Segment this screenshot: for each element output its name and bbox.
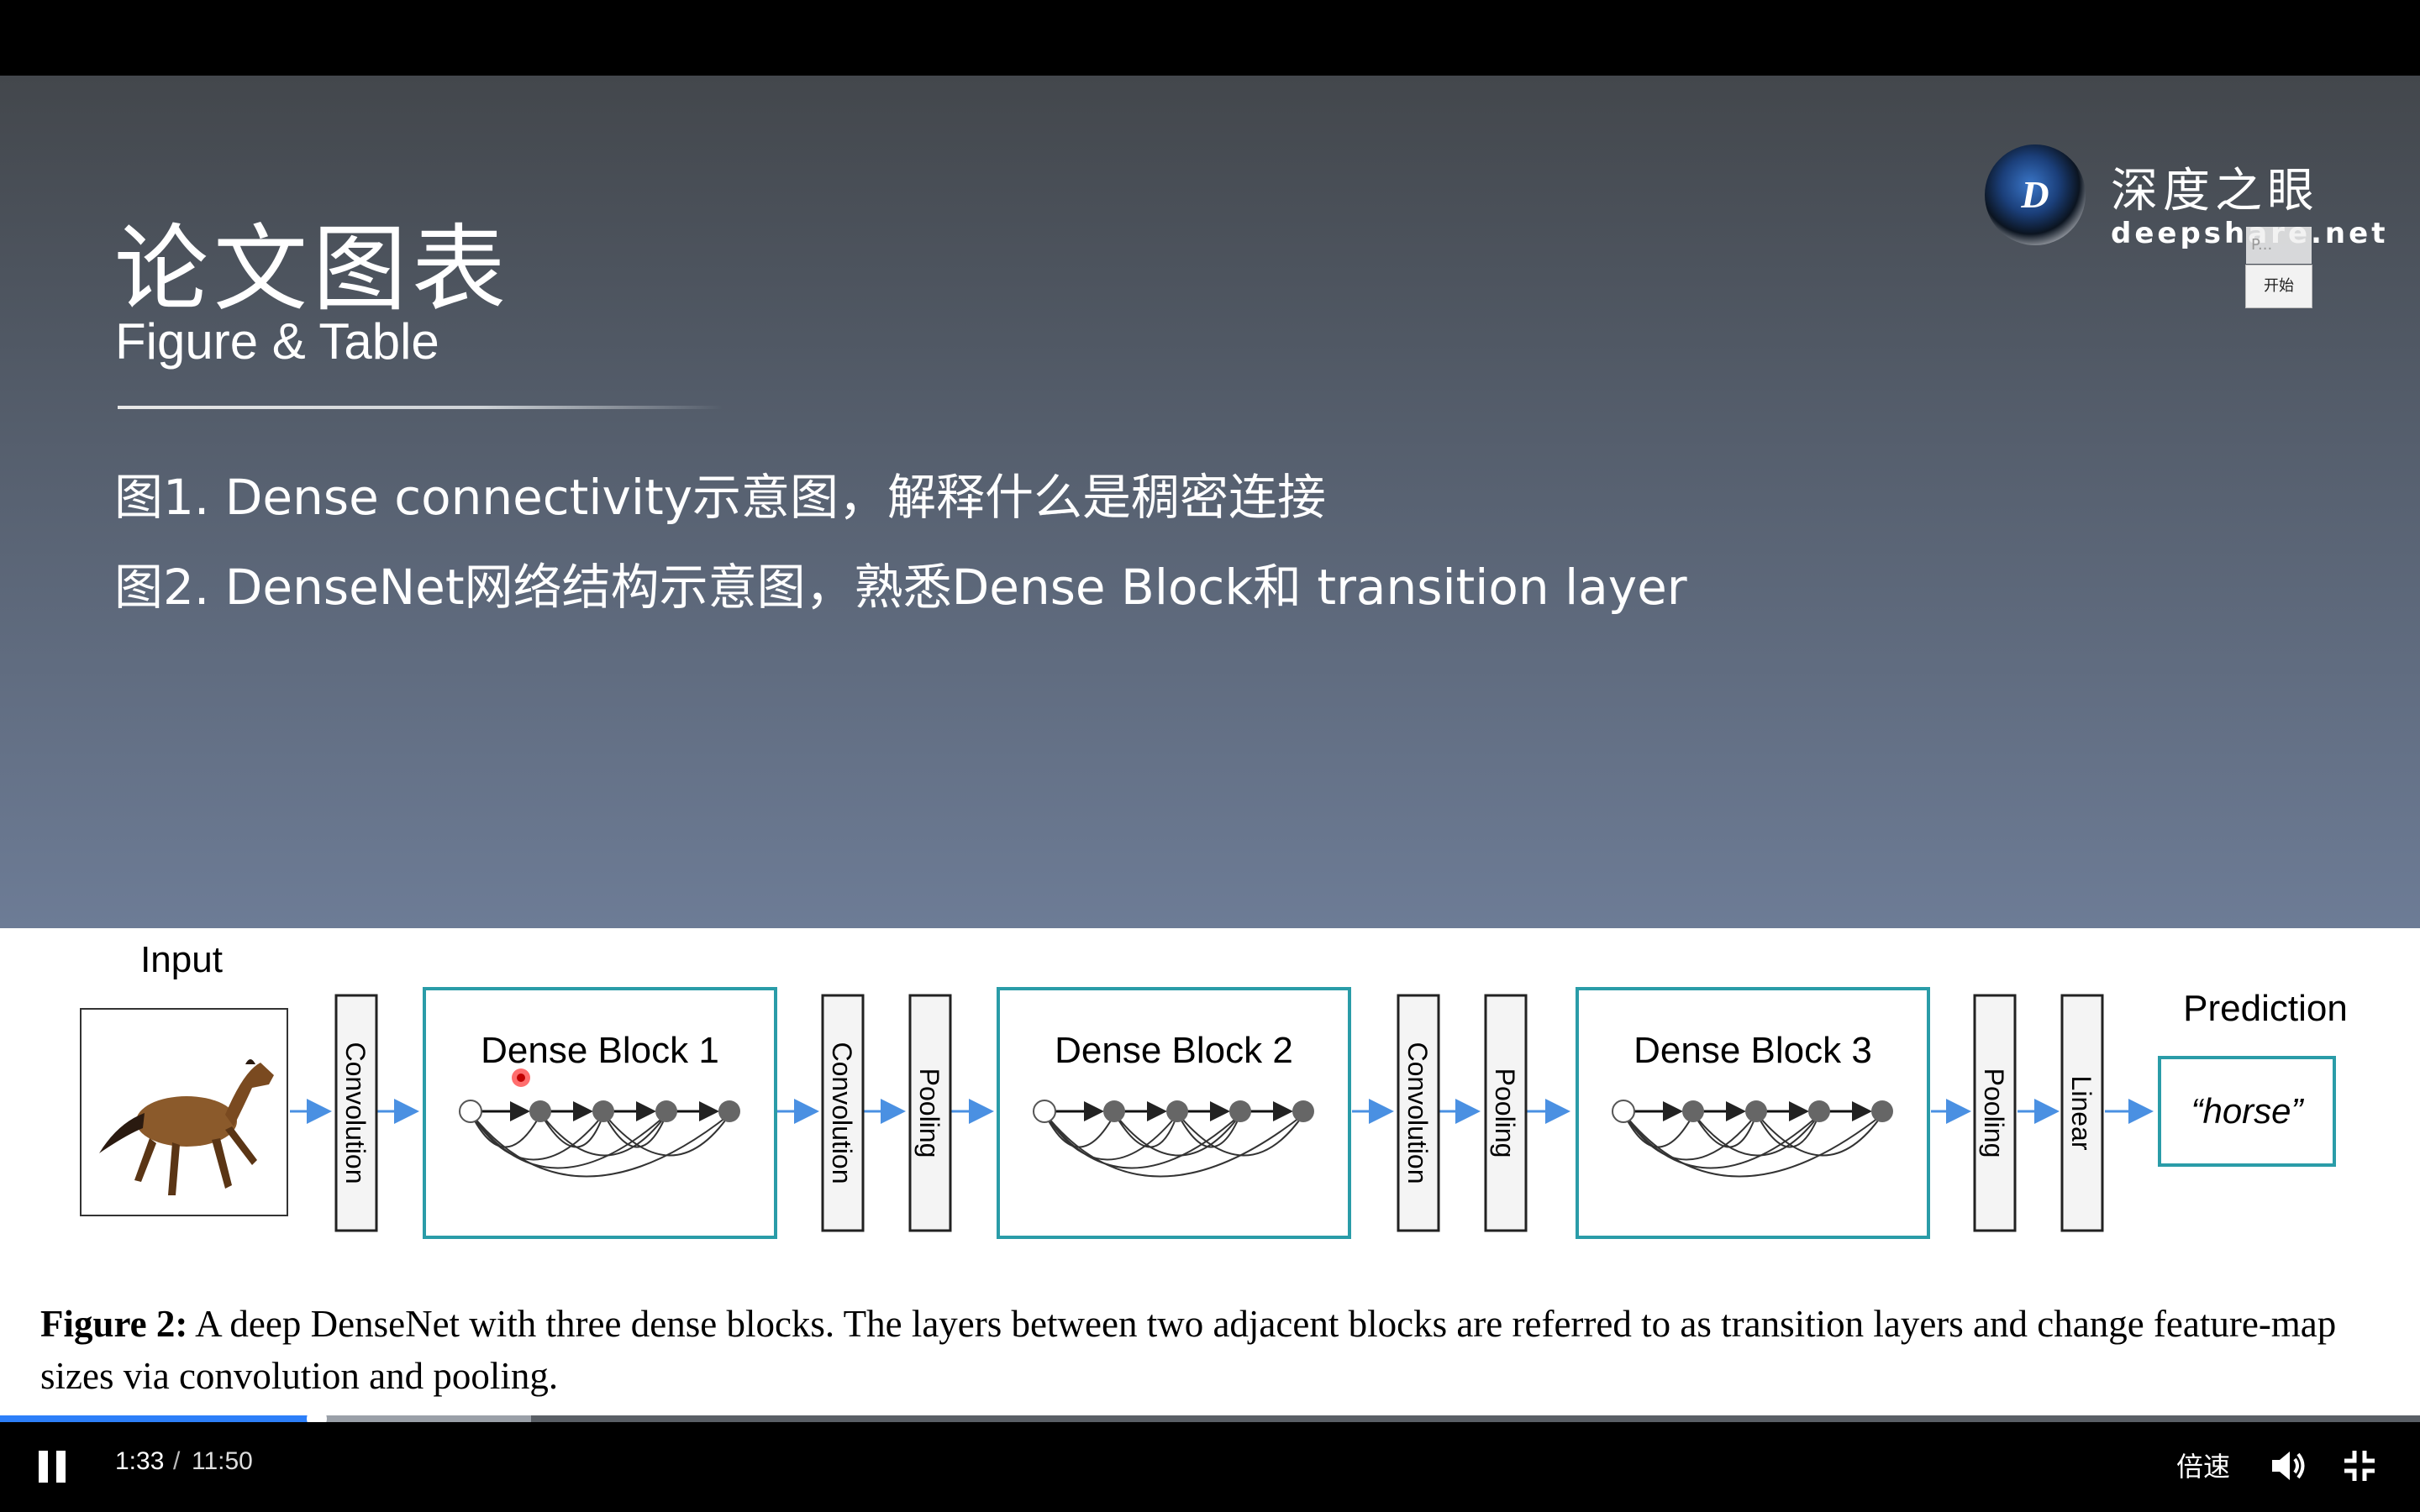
slide-bullet-2: 图2. DenseNet网络结构示意图，熟悉Dense Block和 trans… xyxy=(114,559,1687,616)
current-time: 1:33 xyxy=(115,1447,165,1475)
pause-icon[interactable] xyxy=(37,1451,67,1483)
slide-subtitle: Figure & Table xyxy=(115,313,439,370)
prediction-label: Prediction xyxy=(2183,988,2348,1029)
brand-name-cn: 深度之眼 xyxy=(2111,164,2319,218)
presentation-slide: 论文图表 Figure & Table 图1. Dense connectivi… xyxy=(0,76,2420,928)
overlay-widget-text: P... xyxy=(2246,227,2312,264)
svg-text:Dense Block 3: Dense Block 3 xyxy=(1634,1030,1872,1071)
player-controls: 1:33 / 11:50 倍速 xyxy=(0,1422,2420,1512)
svg-text:Convolution: Convolution xyxy=(827,1042,857,1184)
prediction-box xyxy=(2158,1056,2336,1167)
slide-divider xyxy=(118,406,723,409)
svg-text:Pooling: Pooling xyxy=(1979,1068,2009,1158)
svg-text:Convolution: Convolution xyxy=(1402,1042,1433,1184)
prediction-value: “horse” xyxy=(2191,1091,2304,1131)
layer-pooling-1: Pooling xyxy=(908,994,952,1232)
layer-linear: Linear xyxy=(2060,994,2104,1232)
top-black-bar xyxy=(0,0,2420,76)
caption-label: Figure 2: xyxy=(40,1303,188,1345)
svg-text:Pooling: Pooling xyxy=(1490,1068,1520,1158)
input-label: Input xyxy=(140,939,223,980)
slide-title: 论文图表 xyxy=(114,215,511,324)
volume-icon[interactable] xyxy=(2269,1447,2307,1484)
svg-text:Linear: Linear xyxy=(2066,1076,2096,1151)
layer-convolution-1: Convolution xyxy=(334,994,378,1232)
densenet-diagram: Input Convol xyxy=(80,939,2348,1239)
duration: 11:50 xyxy=(192,1447,253,1475)
slide-bullet-1: 图1. Dense connectivity示意图，解释什么是稠密连接 xyxy=(114,469,1327,526)
exit-fullscreen-icon[interactable] xyxy=(2343,1449,2376,1483)
layer-convolution-2: Convolution xyxy=(821,994,865,1232)
paper-figure: Input Convol xyxy=(0,928,2420,1415)
layer-pooling-2: Pooling xyxy=(1484,994,1528,1232)
progress-fill xyxy=(0,1415,318,1422)
layer-convolution-3: Convolution xyxy=(1397,994,1440,1232)
dense-block-3: Dense Block 3 xyxy=(1576,987,1930,1239)
brand-logo-icon: D xyxy=(1985,144,2086,245)
overlay-start-button[interactable]: 开始 xyxy=(2264,277,2294,295)
svg-text:Dense Block 1: Dense Block 1 xyxy=(481,1030,719,1071)
svg-text:Dense Block 2: Dense Block 2 xyxy=(1055,1030,1293,1071)
progress-bar[interactable] xyxy=(0,1409,2420,1429)
playback-speed-button[interactable]: 倍速 xyxy=(2176,1451,2231,1483)
brand-logo-letter: D xyxy=(2021,173,2049,216)
layer-pooling-3: Pooling xyxy=(1973,994,2017,1232)
svg-text:Pooling: Pooling xyxy=(914,1068,944,1158)
overlay-widget[interactable]: P... 开始 xyxy=(2245,227,2312,308)
svg-text:Convolution: Convolution xyxy=(340,1042,371,1184)
horse-image xyxy=(99,1059,274,1195)
dense-block-1: Dense Block 1 xyxy=(423,987,777,1239)
figure-caption: Figure 2: A deep DenseNet with three den… xyxy=(40,1298,2385,1402)
caption-text: A deep DenseNet with three dense blocks.… xyxy=(40,1303,2337,1397)
time-separator: / xyxy=(173,1447,181,1475)
dense-block-2: Dense Block 2 xyxy=(997,987,1351,1239)
